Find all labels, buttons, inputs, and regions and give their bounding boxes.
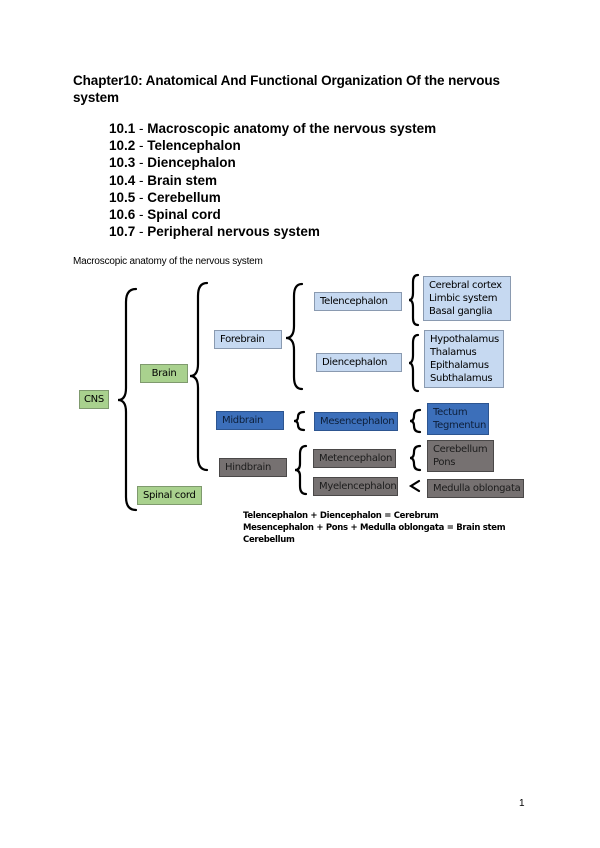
brace-metencephalon	[409, 444, 422, 472]
toc-sep: -	[135, 172, 148, 188]
node-myelencephalon-parts: Medulla oblongata	[427, 479, 524, 498]
toc-label: Spinal cord	[147, 207, 221, 223]
node-myelencephalon: Myelencephalon	[313, 477, 398, 496]
toc-sep: -	[135, 138, 148, 154]
node-telencephalon-parts: Cerebral cortex Limbic system Basal gang…	[423, 276, 511, 321]
brace-forebrain	[285, 282, 304, 391]
table-of-contents: 10.1 - Macroscopic anatomy of the nervou…	[109, 120, 436, 240]
toc-number: 10.5	[109, 189, 136, 205]
toc-label: Brain stem	[147, 172, 218, 188]
toc-number: 10.2	[109, 138, 136, 154]
node-brain: Brain	[140, 364, 188, 383]
brace-mesencephalon	[409, 408, 422, 434]
part-item: Thalamus	[430, 347, 477, 358]
toc-item: 10.3 - Diencephalon	[109, 154, 436, 171]
node-cns: CNS	[79, 390, 109, 409]
part-item: Cerebellum	[433, 444, 488, 455]
brace-telencephalon	[408, 273, 420, 327]
toc-label: Peripheral nervous system	[147, 224, 320, 240]
toc-item: 10.4 - Brain stem	[109, 172, 436, 189]
toc-sep: -	[135, 189, 148, 205]
toc-number: 10.1	[109, 121, 136, 136]
toc-item: 10.1 - Macroscopic anatomy of the nervou…	[109, 120, 436, 137]
page-number: 1	[519, 798, 525, 809]
node-mesencephalon: Mesencephalon	[314, 412, 398, 431]
diagram-notes: Telencephalon + Diencephalon = Cerebrum …	[243, 510, 506, 546]
part-item: Cerebral cortex	[429, 280, 502, 291]
part-item: Basal ganglia	[429, 306, 493, 317]
brace-brain	[189, 281, 209, 472]
toc-label: Macroscopic anatomy of the nervous syste…	[147, 121, 437, 136]
toc-number: 10.7	[109, 224, 136, 240]
part-item: Hypothalamus	[430, 334, 499, 345]
brace-hindbrain	[294, 444, 308, 496]
toc-sep: -	[135, 121, 148, 136]
node-forebrain: Forebrain	[214, 330, 282, 349]
node-spinal-cord: Spinal cord	[137, 486, 202, 505]
part-item: Epithalamus	[430, 360, 489, 371]
node-metencephalon: Metencephalon	[313, 449, 396, 468]
part-item: Subthalamus	[430, 373, 493, 384]
toc-label: Telencephalon	[147, 138, 241, 154]
chapter-title: Chapter10: Anatomical And Functional Org…	[73, 73, 500, 105]
toc-item: 10.2 - Telencephalon	[109, 137, 436, 154]
node-hindbrain: Hindbrain	[219, 458, 287, 477]
toc-number: 10.6	[109, 207, 136, 223]
node-telencephalon: Telencephalon	[314, 292, 402, 311]
toc-item: 10.6 - Spinal cord	[109, 206, 436, 223]
note-line: Mesencephalon + Pons + Medulla oblongata…	[243, 523, 506, 533]
toc-label: Cerebellum	[147, 189, 221, 205]
node-diencephalon: Diencephalon	[316, 353, 402, 372]
note-line: Cerebellum	[243, 535, 295, 545]
node-diencephalon-parts: Hypothalamus Thalamus Epithalamus Subtha…	[424, 330, 504, 388]
brace-diencephalon	[408, 333, 420, 393]
note-line: Telencephalon + Diencephalon = Cerebrum	[243, 511, 439, 521]
toc-item: 10.7 - Peripheral nervous system	[109, 223, 436, 240]
node-midbrain: Midbrain	[216, 411, 284, 430]
part-item: Limbic system	[429, 293, 498, 304]
brace-cns	[117, 287, 138, 512]
part-item: Tegmentun	[433, 420, 487, 431]
toc-item: 10.5 - Cerebellum	[109, 189, 436, 206]
toc-number: 10.4	[109, 172, 136, 188]
part-item: Pons	[433, 457, 456, 468]
toc-sep: -	[135, 224, 148, 240]
toc-label: Diencephalon	[147, 155, 236, 171]
brace-midbrain	[293, 410, 306, 432]
figure-caption: Macroscopic anatomy of the nervous syste…	[73, 256, 263, 267]
toc-sep: -	[135, 155, 148, 171]
node-metencephalon-parts: Cerebellum Pons	[427, 440, 494, 472]
part-item: Tectum	[433, 407, 468, 418]
brace-myelencephalon	[408, 479, 421, 493]
toc-number: 10.3	[109, 155, 136, 171]
toc-sep: -	[135, 207, 148, 223]
node-mesencephalon-parts: Tectum Tegmentun	[427, 403, 489, 435]
